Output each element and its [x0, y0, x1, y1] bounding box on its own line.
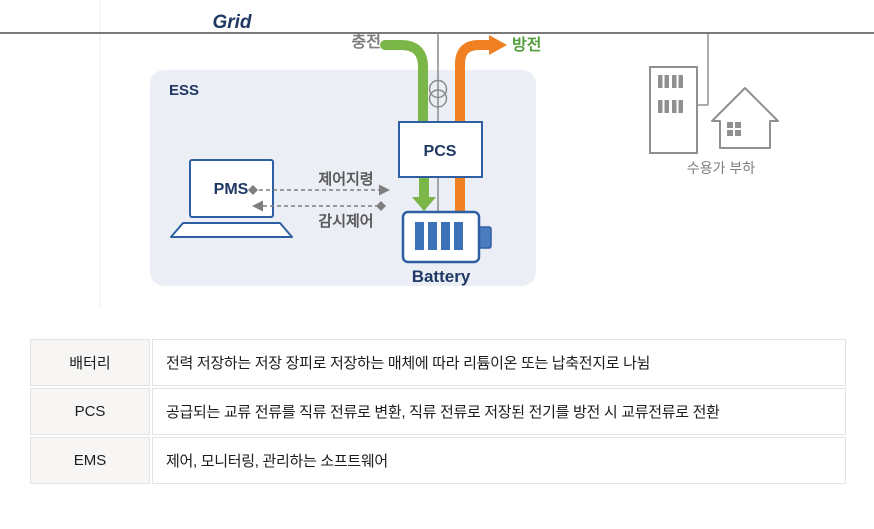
- battery-cells-icon: [415, 222, 463, 250]
- monitoring-control-label: 감시제어: [318, 212, 373, 230]
- pcs-box: [398, 121, 483, 178]
- ess-architecture-diagram: Grid ESS 충전 방전 PCS Batter: [0, 0, 874, 308]
- house-window: [735, 130, 741, 136]
- ess-label: ESS: [169, 82, 199, 99]
- house-window: [735, 122, 741, 128]
- pms-label: PMS: [214, 181, 249, 198]
- grid-label: Grid: [212, 12, 251, 33]
- term-cell-pcs: PCS: [30, 388, 150, 435]
- transformer-coil-bottom: [428, 89, 448, 108]
- control-command-label: 제어지령: [318, 170, 373, 188]
- battery-cell: [428, 222, 437, 250]
- control-command-arrow: [248, 184, 390, 196]
- house-window: [727, 122, 733, 128]
- desc-cell-battery: 전력 저장하는 저장 장피로 저장하는 매체에 따라 리튬이온 또는 납축전지로…: [152, 339, 846, 386]
- charge-label: 충전: [352, 33, 381, 51]
- battery-terminal: [478, 226, 492, 249]
- building-window: [664, 75, 669, 88]
- house-window: [727, 130, 733, 136]
- discharge-label: 방전: [512, 36, 541, 54]
- house-outline: [711, 87, 779, 149]
- pms-laptop-base: [170, 222, 293, 238]
- pcs-label: PCS: [424, 143, 457, 160]
- building-window: [664, 100, 669, 113]
- building-window: [678, 100, 683, 113]
- charge-flow-arrow: [380, 40, 428, 135]
- building-window: [672, 100, 677, 113]
- monitoring-control-arrow: [252, 200, 386, 212]
- charge-to-battery-arrowhead: [412, 197, 436, 211]
- arrowhead-left: [252, 200, 263, 212]
- pms-laptop-icon: [170, 159, 293, 238]
- house-icon: [711, 87, 779, 149]
- building-window: [658, 100, 663, 113]
- arrowhead-right: [379, 184, 390, 196]
- desc-cell-ems: 제어, 모니터링, 관리하는 소프트웨어: [152, 437, 846, 484]
- transformer-icon: [428, 79, 448, 108]
- battery-cell: [454, 222, 463, 250]
- discharge-arrowhead: [489, 35, 507, 55]
- building-icon: [649, 66, 698, 154]
- discharge-flow-line: [455, 40, 489, 213]
- building-window: [658, 75, 663, 88]
- table-row: PCS 공급되는 교류 전류를 직류 전류로 변환, 직류 전류로 저장된 전기…: [30, 388, 846, 435]
- building-window: [672, 75, 677, 88]
- table-row: 배터리 전력 저장하는 저장 장피로 저장하는 매체에 따라 리튬이온 또는 납…: [30, 339, 846, 386]
- consumer-load-label: 수용가 부하: [687, 160, 755, 176]
- term-cell-battery: 배터리: [30, 339, 150, 386]
- arrow-diamond-end: [248, 185, 258, 195]
- spec-table: 배터리 전력 저장하는 저장 장피로 저장하는 매체에 따라 리튬이온 또는 납…: [28, 337, 848, 486]
- pms-screen: [189, 159, 274, 218]
- arrow-diamond-end: [376, 201, 386, 211]
- table-row: EMS 제어, 모니터링, 관리하는 소프트웨어: [30, 437, 846, 484]
- battery-cell: [415, 222, 424, 250]
- transformer-coil-top: [428, 79, 448, 99]
- battery-label: Battery: [412, 267, 471, 286]
- desc-cell-pcs: 공급되는 교류 전류를 직류 전류로 변환, 직류 전류로 저장된 전기를 방전…: [152, 388, 846, 435]
- ess-component-table: 배터리 전력 저장하는 저장 장피로 저장하는 매체에 따라 리튬이온 또는 납…: [28, 337, 848, 486]
- building-window: [678, 75, 683, 88]
- battery-cell: [441, 222, 450, 250]
- term-cell-ems: EMS: [30, 437, 150, 484]
